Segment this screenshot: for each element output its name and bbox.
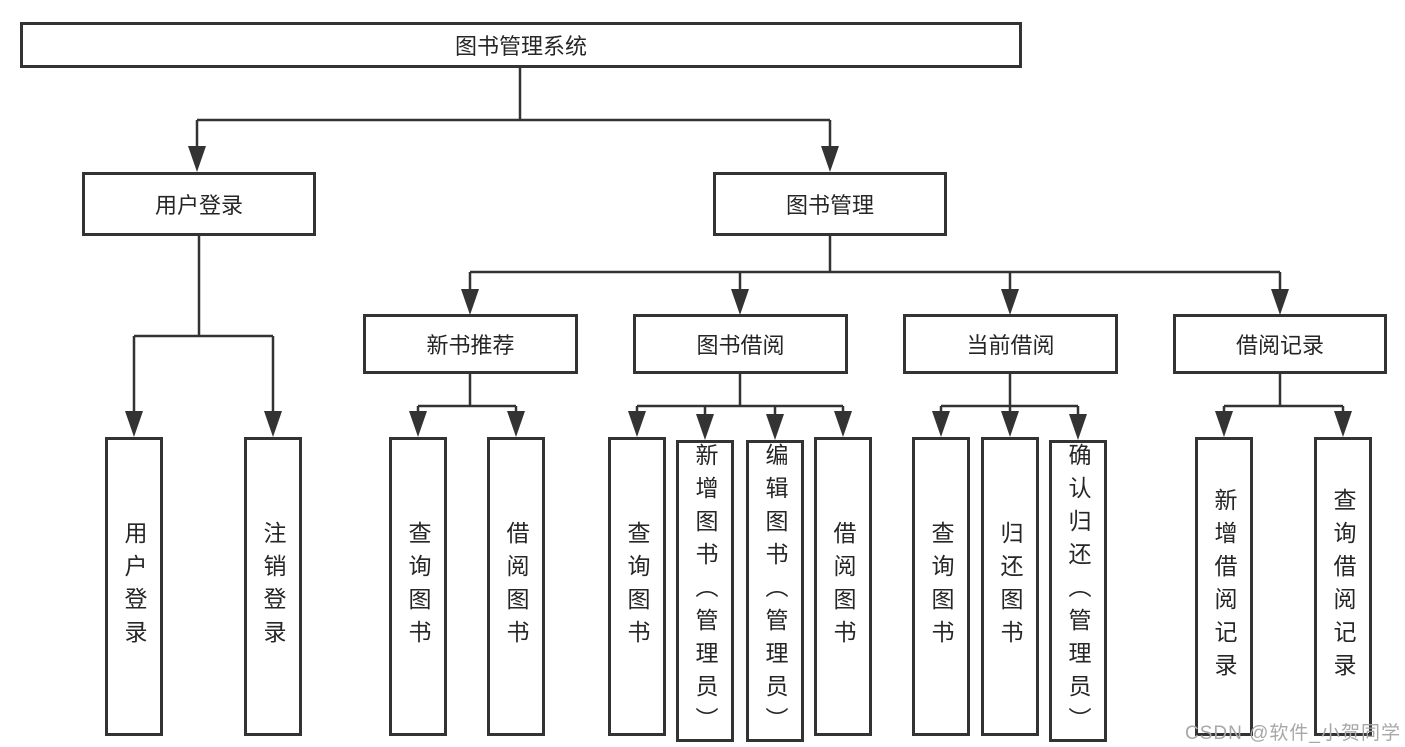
node-borrowing-records: 借阅记录 xyxy=(1173,314,1387,374)
node-label: 借阅图书 xyxy=(503,520,529,653)
node-label: 新增借阅记录 xyxy=(1211,487,1237,686)
arrowhead xyxy=(1271,289,1289,315)
node-label: 图书借阅 xyxy=(696,333,785,358)
node-label: 编辑图书（管理员） xyxy=(762,443,788,740)
node-label: 图书管理系统 xyxy=(454,34,587,59)
leaf-add-books-admin: 新增图书（管理员） xyxy=(676,440,734,742)
csdn-watermark: CSDN @软件_小贺同学 xyxy=(1185,723,1401,744)
arrowhead xyxy=(628,411,646,437)
arrowhead xyxy=(125,411,143,437)
node-label: 用户登录 xyxy=(154,193,243,218)
arrowhead xyxy=(834,411,852,437)
node-label: 归还图书 xyxy=(997,520,1023,653)
node-user-login-branch: 用户登录 xyxy=(82,172,316,236)
node-label: 确认归还（管理员） xyxy=(1065,443,1091,740)
arrowhead xyxy=(188,146,206,172)
node-label: 当前借阅 xyxy=(966,333,1055,358)
arrowhead xyxy=(1001,289,1019,315)
arrowhead xyxy=(696,414,714,440)
node-label: 新书推荐 xyxy=(426,333,515,358)
arrowhead xyxy=(932,411,950,437)
node-label: 注销登录 xyxy=(260,520,286,653)
node-label: 查询图书 xyxy=(405,520,431,653)
leaf-query-borrow-record: 查询借阅记录 xyxy=(1314,437,1372,736)
node-label: 查询图书 xyxy=(928,520,954,653)
connector-lines xyxy=(132,68,1345,416)
arrowhead xyxy=(731,289,749,315)
leaf-add-borrow-record: 新增借阅记录 xyxy=(1195,437,1253,736)
node-label: 借阅图书 xyxy=(830,520,856,653)
leaf-query-books-1: 查询图书 xyxy=(389,437,447,736)
leaf-borrow-books-1: 借阅图书 xyxy=(487,437,545,736)
node-root: 图书管理系统 xyxy=(20,22,1022,68)
leaf-query-books-3: 查询图书 xyxy=(912,437,970,736)
node-label: 查询图书 xyxy=(624,520,650,653)
arrowhead xyxy=(264,411,282,437)
node-label: 用户登录 xyxy=(121,520,147,653)
node-label: 查询借阅记录 xyxy=(1330,487,1356,686)
leaf-logout: 注销登录 xyxy=(244,437,302,736)
arrowhead xyxy=(766,414,784,440)
node-book-borrowing: 图书借阅 xyxy=(633,314,848,374)
arrowheads xyxy=(125,146,1352,440)
arrowhead xyxy=(461,289,479,315)
arrowhead xyxy=(409,411,427,437)
leaf-query-books-2: 查询图书 xyxy=(608,437,666,736)
node-label: 借阅记录 xyxy=(1235,333,1324,358)
leaf-borrow-books-2: 借阅图书 xyxy=(814,437,872,736)
leaf-edit-books-admin: 编辑图书（管理员） xyxy=(746,440,804,742)
node-new-book-recommend: 新书推荐 xyxy=(363,314,578,374)
node-book-management-branch: 图书管理 xyxy=(713,172,947,236)
node-current-borrowing: 当前借阅 xyxy=(903,314,1118,374)
arrowhead xyxy=(1001,411,1019,437)
leaf-user-login: 用户登录 xyxy=(105,437,163,736)
leaf-return-books: 归还图书 xyxy=(981,437,1039,736)
arrowhead xyxy=(821,146,839,172)
arrowhead xyxy=(1334,411,1352,437)
leaf-confirm-return-admin: 确认归还（管理员） xyxy=(1049,440,1107,742)
arrowhead xyxy=(1069,414,1087,440)
node-label: 图书管理 xyxy=(785,193,874,218)
node-label: 新增图书（管理员） xyxy=(692,443,718,740)
arrowhead xyxy=(507,411,525,437)
arrowhead xyxy=(1215,411,1233,437)
